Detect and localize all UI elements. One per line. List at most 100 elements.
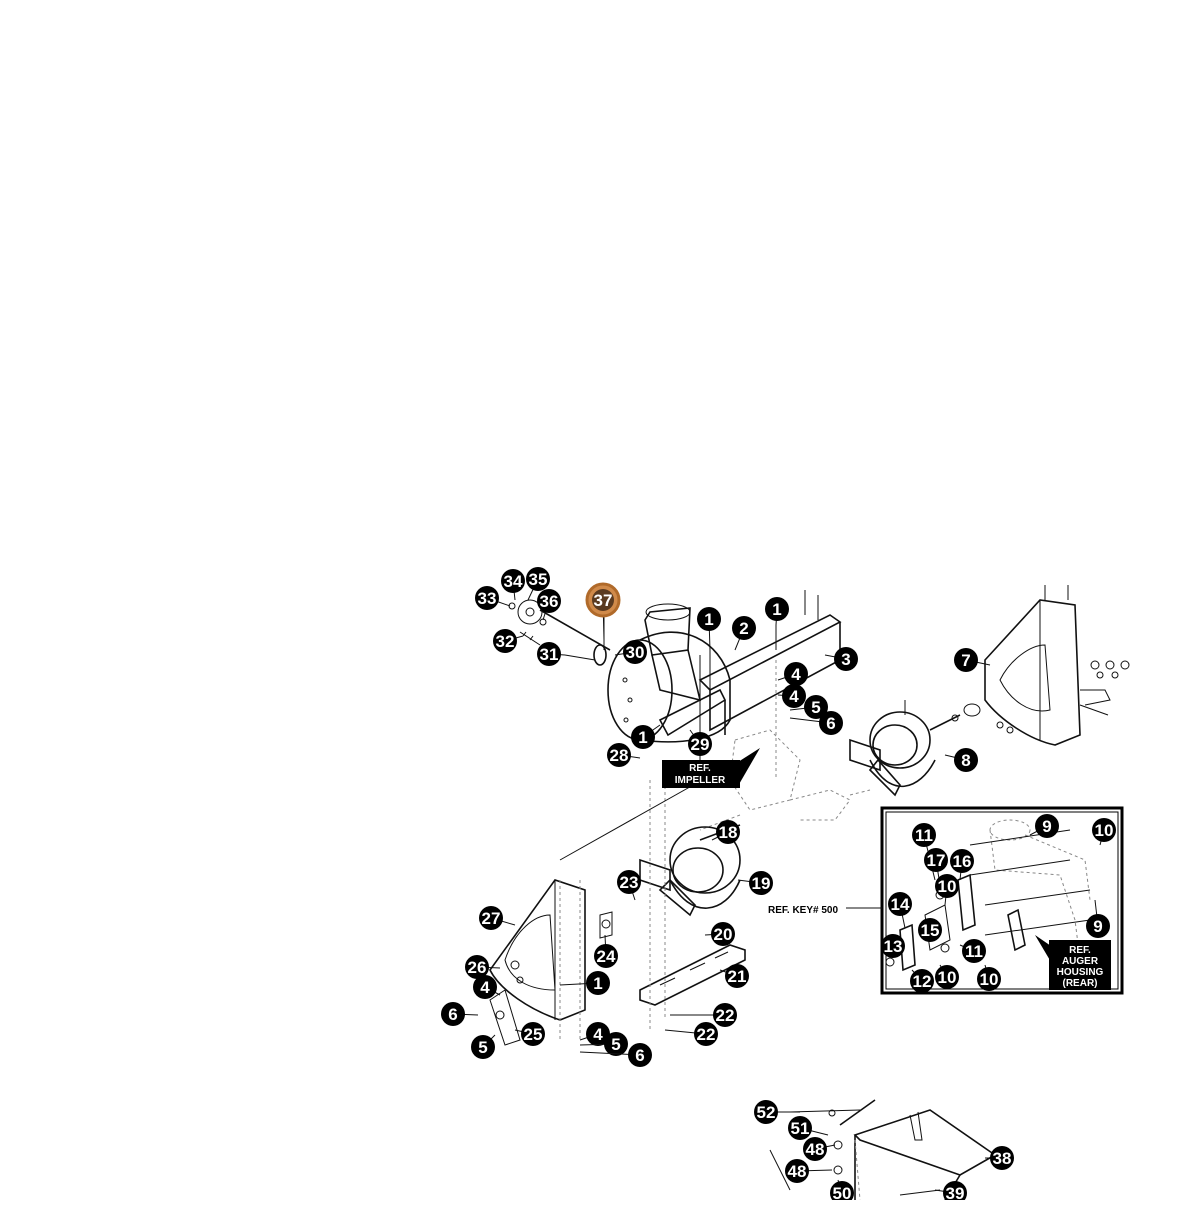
callout-number: 31 (540, 645, 559, 664)
callout-28: 28 (607, 743, 641, 767)
callout-badge (924, 848, 948, 872)
callout-number: 21 (728, 967, 747, 986)
callout-51: 51 (788, 1116, 829, 1140)
callout-number: 15 (921, 921, 940, 940)
callout-16: 16 (950, 849, 974, 881)
callout-34: 34 (501, 569, 525, 601)
callout-badge (788, 1116, 812, 1140)
callout-badge (834, 647, 858, 671)
callout-number: 17 (927, 851, 946, 870)
callout-badge (749, 871, 773, 895)
ref-impeller-label: REF. IMPELLER (662, 748, 760, 788)
callout-30: 30 (614, 640, 647, 664)
callout-number: 37 (594, 591, 613, 610)
callout-badge (493, 629, 517, 653)
callout-number: 20 (714, 925, 733, 944)
callout-badge (782, 684, 806, 708)
callout-5: 5 (789, 695, 828, 719)
callout-5: 5 (471, 1034, 496, 1059)
callout-badge (694, 1022, 718, 1046)
callout-badge (910, 969, 934, 993)
callout-52: 52 (754, 1100, 800, 1124)
callout-number: 19 (752, 874, 771, 893)
ref-auger-housing-label: REF. AUGER HOUSING (REAR) (1035, 935, 1111, 990)
callout-number: 10 (938, 968, 957, 987)
callout-10: 10 (1092, 818, 1116, 846)
callout-36: 36 (537, 589, 561, 621)
callout-badge (697, 607, 721, 631)
callout-11: 11 (912, 823, 936, 881)
callout-badge (935, 874, 959, 898)
callout-badge (830, 1181, 854, 1205)
callout-badge (688, 732, 712, 756)
callout-badge (471, 1035, 495, 1059)
callout-badge (586, 1022, 610, 1046)
callout-number: 1 (772, 600, 781, 619)
gearbox (699, 729, 871, 831)
callout-badge (784, 662, 808, 686)
callout-1: 1 (631, 724, 661, 749)
callout-20: 20 (704, 922, 735, 946)
callout-27: 27 (479, 906, 516, 930)
callout-number: 25 (524, 1025, 543, 1044)
callout-number: 51 (791, 1119, 810, 1138)
callout-1: 1 (697, 607, 721, 651)
callout-badge (725, 964, 749, 988)
callout-26: 26 (465, 955, 501, 979)
callout-8: 8 (944, 748, 978, 772)
callout-number: 22 (716, 1006, 735, 1025)
callout-badge (754, 1100, 778, 1124)
callout-badge (1086, 914, 1110, 938)
callout-number: 1 (638, 728, 647, 747)
callout-badge (950, 849, 974, 873)
callout-11: 11 (959, 939, 986, 963)
callout-38: 38 (985, 1146, 1014, 1170)
callout-badge (881, 934, 905, 958)
callout-badge (990, 1146, 1014, 1170)
callout-number: 4 (791, 665, 801, 684)
callout-badge (594, 944, 618, 968)
callout-badge (943, 1181, 967, 1205)
callout-badge (954, 748, 978, 772)
callout-badge (537, 589, 561, 613)
ref-key-label: REF. KEY# 500 (768, 905, 838, 916)
callout-24: 24 (594, 934, 618, 968)
callout-39: 39 (934, 1181, 967, 1205)
callout-number: 14 (891, 895, 910, 914)
callout-1: 1 (559, 971, 610, 995)
callout-17: 17 (924, 848, 948, 886)
callout-9: 9 (1029, 814, 1059, 838)
callout-badge (628, 1043, 652, 1067)
ref-auger-line3: HOUSING (1057, 967, 1104, 978)
callout-5: 5 (579, 1032, 628, 1056)
callout-number: 33 (478, 589, 497, 608)
auger-left (639, 824, 741, 917)
callout-48: 48 (803, 1137, 836, 1161)
callout-48: 48 (785, 1159, 833, 1183)
callout-number: 5 (478, 1038, 487, 1057)
callout-number: 38 (993, 1149, 1012, 1168)
callout-4: 4 (777, 684, 806, 708)
callout-badge (479, 906, 503, 930)
callout-21: 21 (719, 964, 749, 988)
callout-number: 39 (946, 1184, 965, 1200)
callout-badge (954, 648, 978, 672)
callout-number: 32 (496, 632, 515, 651)
callout-25: 25 (514, 1022, 545, 1046)
callout-badge (804, 695, 828, 719)
callout-number: 9 (1042, 817, 1051, 836)
callout-number: 24 (597, 947, 616, 966)
ref-auger-line4: (REAR) (1063, 978, 1098, 989)
callout-37: 37 (585, 582, 621, 641)
callout-badge (501, 569, 525, 593)
callout-number: 29 (691, 735, 710, 754)
callout-4: 4 (579, 1022, 610, 1046)
callout-23: 23 (617, 870, 641, 901)
callout-number: 18 (719, 823, 738, 842)
callout-number: 5 (811, 698, 820, 717)
callout-number: 48 (788, 1162, 807, 1181)
ref-auger-line1: REF. (1069, 945, 1091, 956)
auger-right (849, 700, 961, 797)
callout-badge (526, 567, 550, 591)
